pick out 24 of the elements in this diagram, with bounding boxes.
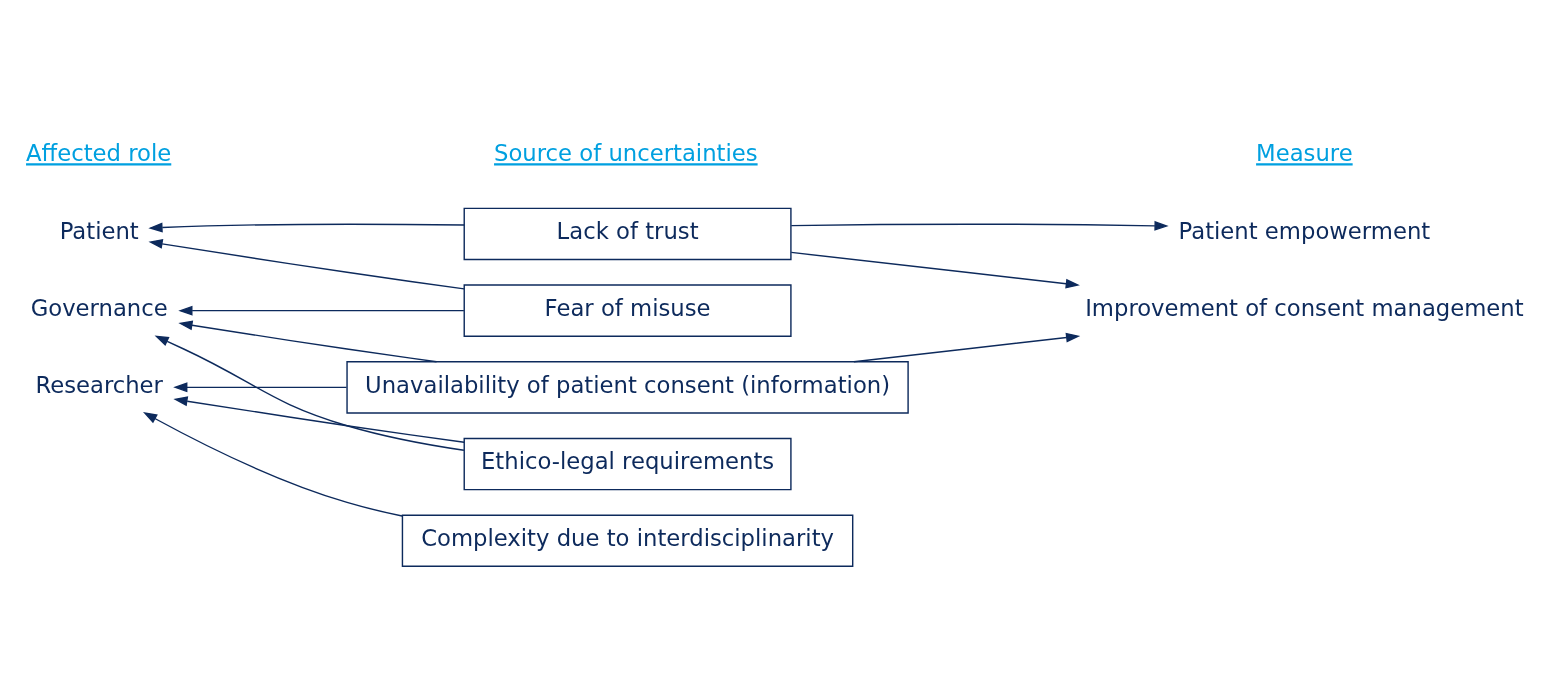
- node-box: Lack of trust: [463, 207, 792, 260]
- arrow: [143, 411, 403, 517]
- arrow: [178, 319, 438, 362]
- arrow: [148, 238, 465, 290]
- arrow: [173, 395, 465, 443]
- node-box: Complexity due to interdisciplinarity: [401, 513, 854, 567]
- label: Measure: [1256, 139, 1353, 166]
- node-box: Fear of misuse: [463, 283, 792, 337]
- arrow: [178, 305, 465, 316]
- arrow: [148, 222, 465, 232]
- node-box: Unavailability of patient consent (information): [346, 360, 909, 414]
- arrow: [790, 251, 1080, 289]
- arrow: [173, 381, 348, 392]
- node-text: Patient: [59, 217, 139, 244]
- arrow: [853, 332, 1081, 362]
- label: Source of uncertainties: [494, 139, 758, 166]
- arrow: [154, 335, 465, 451]
- label: Affected role: [26, 139, 172, 166]
- arrow: [790, 220, 1169, 231]
- node-text: Researcher: [35, 371, 163, 398]
- node-box: Ethico-legal requirements: [463, 437, 792, 490]
- node-text: Patient empowerment: [1178, 217, 1431, 244]
- node-text: Improvement of consent management: [1085, 294, 1524, 321]
- node-text: Governance: [30, 294, 168, 321]
